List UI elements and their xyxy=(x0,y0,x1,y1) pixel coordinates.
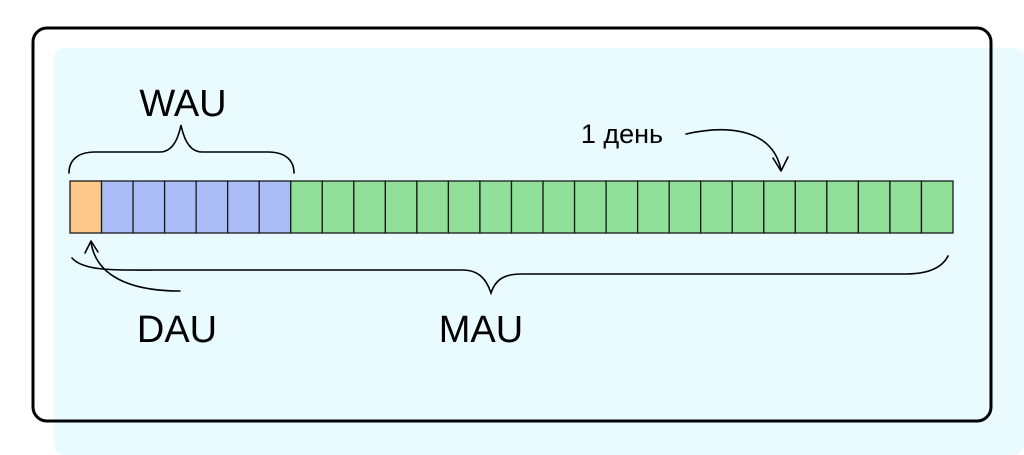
day-cell-mau xyxy=(384,180,418,234)
dau-arrow xyxy=(90,241,181,292)
day-cell-mau xyxy=(731,180,765,234)
dau-label: DAU xyxy=(137,309,217,351)
day-cell-wau xyxy=(195,180,229,234)
day-cell-mau xyxy=(668,180,702,234)
day-cell-mau xyxy=(889,180,923,234)
day-cell-mau xyxy=(290,180,323,234)
day-cells xyxy=(69,180,954,234)
day-cell-mau xyxy=(826,180,860,234)
day-cell-mau xyxy=(794,180,828,234)
day-cell-mau xyxy=(573,180,607,234)
day-cell-mau xyxy=(479,180,513,234)
day-cell-mau xyxy=(700,180,733,234)
panel-background xyxy=(54,48,1024,455)
day-cell-mau xyxy=(447,180,481,234)
day-cell-wau xyxy=(258,180,292,234)
day-cell-mau xyxy=(763,180,796,234)
day-cell-wau xyxy=(227,180,260,234)
day-cell-mau xyxy=(605,180,639,234)
outer-frame xyxy=(31,26,993,423)
day-cell-wau xyxy=(132,180,166,234)
day-cell-mau xyxy=(542,180,576,234)
day-cell-mau xyxy=(510,180,544,234)
wau-brace xyxy=(68,124,295,174)
mau-brace xyxy=(71,255,949,296)
day-cell-mau xyxy=(636,180,670,234)
day-cell-dau xyxy=(69,180,103,234)
day-cell-mau xyxy=(857,180,891,234)
wau-label: WAU xyxy=(139,83,226,125)
day-cell-mau xyxy=(321,180,355,234)
day-label: 1 день xyxy=(581,119,663,149)
dau-arrowhead xyxy=(84,240,99,254)
day-arrowhead xyxy=(772,156,789,172)
day-cell-wau xyxy=(163,180,197,234)
day-arrow xyxy=(685,128,782,171)
day-cell-mau xyxy=(353,180,387,234)
day-cell-mau xyxy=(920,180,954,234)
day-cell-mau xyxy=(416,180,450,234)
day-cell-wau xyxy=(100,180,134,234)
mau-label: MAU xyxy=(439,309,523,351)
